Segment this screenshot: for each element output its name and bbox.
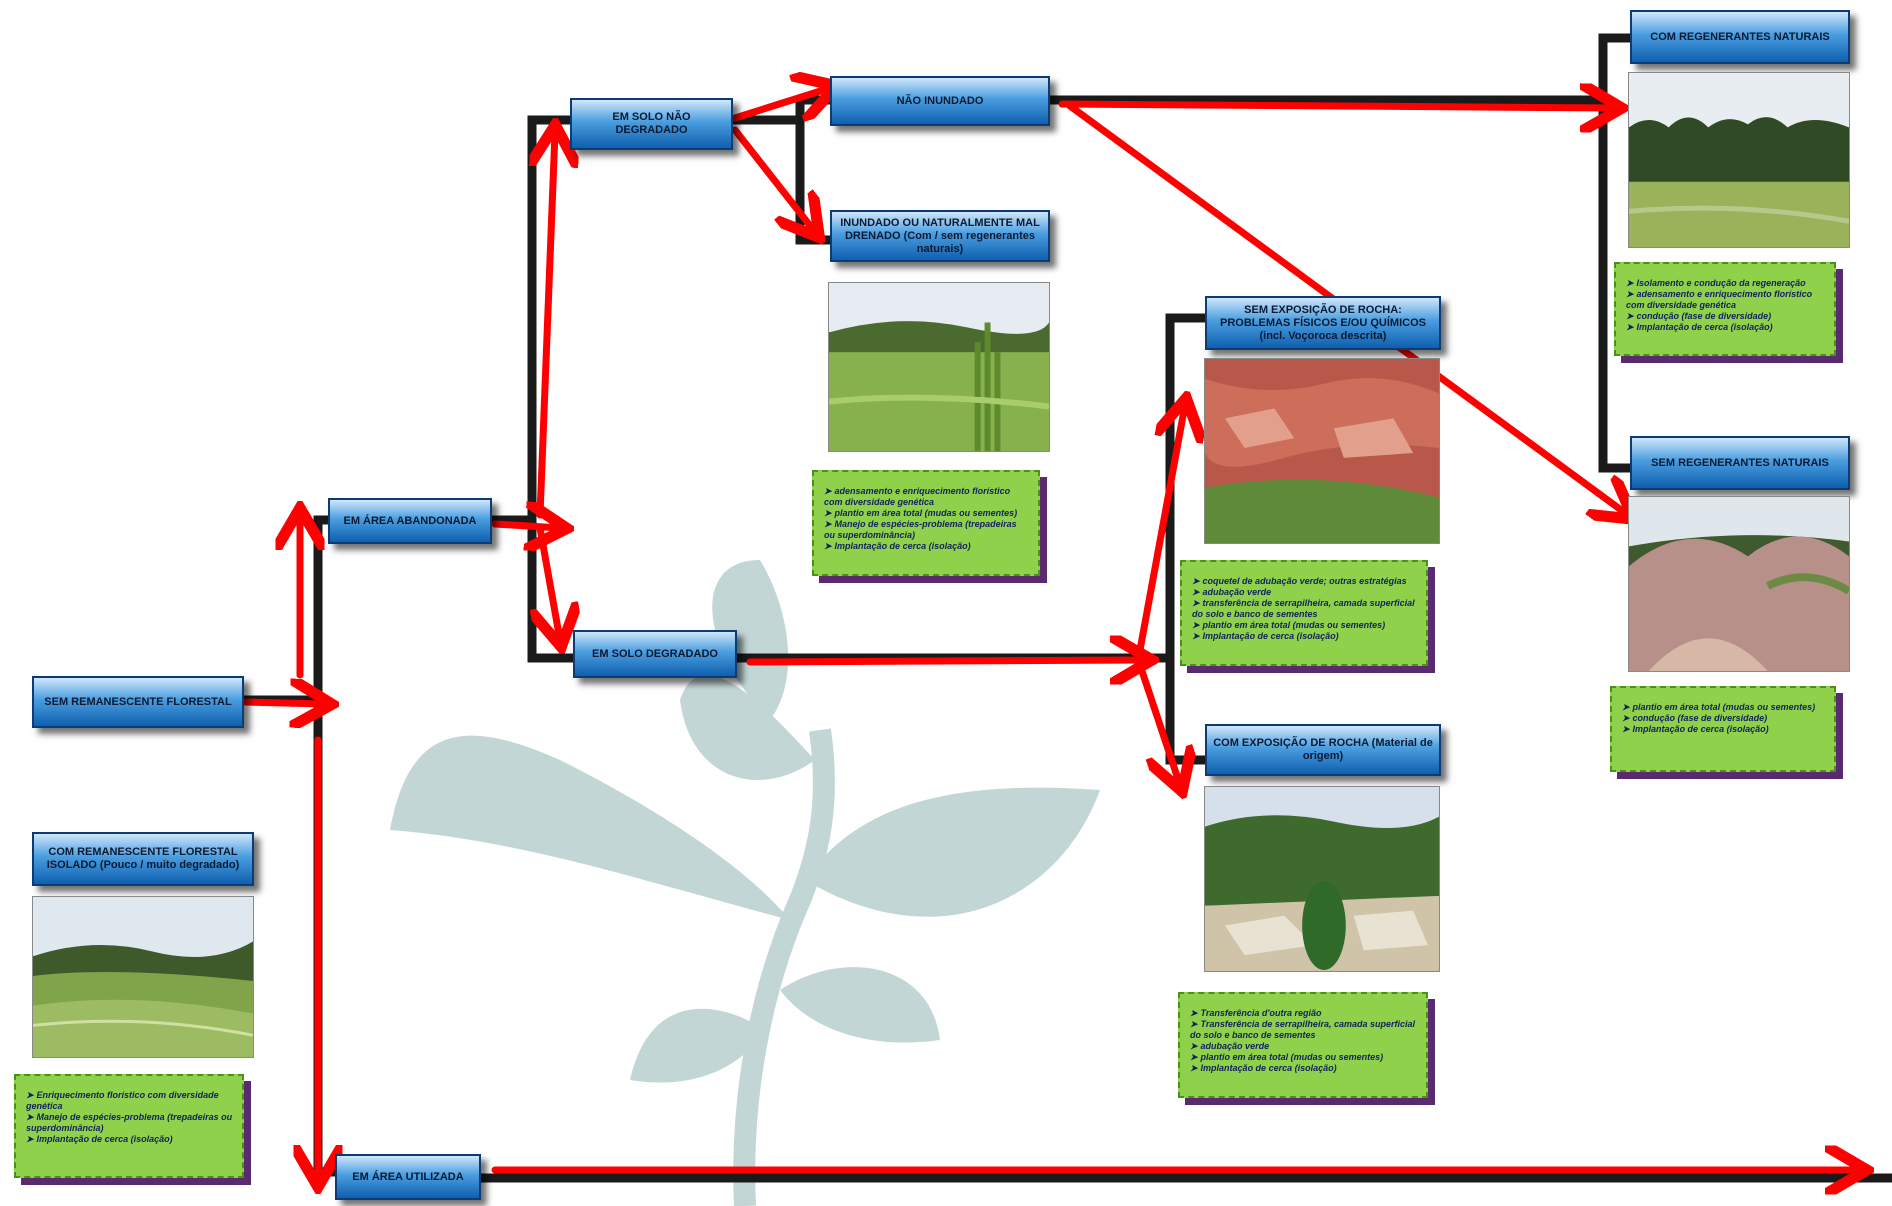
node-em-solo-degradado: EM SOLO DEGRADADO bbox=[573, 630, 737, 678]
note-item: condução (fase de diversidade) bbox=[1626, 311, 1826, 322]
node-sem-remanescente: SEM REMANESCENTE FLORESTAL bbox=[32, 676, 244, 728]
connector-root bbox=[240, 515, 345, 1177]
note-inundado: adensamento e enriquecimento florístico … bbox=[812, 470, 1047, 583]
photo-com-exposicao bbox=[1204, 786, 1440, 972]
note-item: plantio em área total (mudas ou sementes… bbox=[1190, 1052, 1418, 1063]
arrow-to-nao-inundado bbox=[731, 88, 830, 118]
connector-nao-inundado bbox=[1047, 33, 1635, 473]
note-item: Implantação de cerca (isolação) bbox=[1626, 322, 1826, 333]
node-em-area-abandonada: EM ÁREA ABANDONADA bbox=[328, 498, 492, 544]
note-item: adubação verde bbox=[1192, 587, 1418, 598]
arrow-to-com-exposicao bbox=[1136, 661, 1180, 785]
arrow-degradado-right bbox=[746, 660, 1145, 662]
note-item: plantio em área total (mudas ou sementes… bbox=[1622, 702, 1826, 713]
photo-sem-regenerantes bbox=[1628, 496, 1850, 672]
note-item: Enriquecimento florístico com diversidad… bbox=[26, 1090, 234, 1112]
photo-sem-exposicao bbox=[1204, 358, 1440, 544]
note-item: Transferência d'outra região bbox=[1190, 1008, 1418, 1019]
photo-inundado bbox=[828, 282, 1050, 452]
note-item: Implantação de cerca (isolação) bbox=[824, 541, 1030, 552]
note-item: Manejo de espécies-problema (trepadeiras… bbox=[824, 519, 1030, 541]
arrow-abandonada-right bbox=[491, 524, 560, 528]
note-item: plantio em área total (mudas ou sementes… bbox=[1192, 620, 1418, 631]
node-com-regenerantes: COM REGENERANTES NATURAIS bbox=[1630, 10, 1850, 64]
photo-remanescente bbox=[32, 896, 254, 1058]
arrow-to-junction bbox=[241, 702, 325, 704]
connector-nao-degradado bbox=[730, 95, 835, 245]
arrow-to-sem-exposicao bbox=[1136, 405, 1185, 654]
connector-abandonada bbox=[490, 115, 580, 663]
node-com-remanescente: COM REMANESCENTE FLORESTAL ISOLADO (Pouc… bbox=[32, 832, 254, 886]
photo-com-regenerantes bbox=[1628, 72, 1850, 248]
note-item: adensamento e enriquecimento florístico … bbox=[824, 486, 1030, 508]
note-sem-exposicao: coquetel de adubação verde; outras estra… bbox=[1180, 560, 1435, 673]
note-com-exposicao: Transferência d'outra região Transferênc… bbox=[1178, 992, 1435, 1105]
node-em-solo-nao-degradado: EM SOLO NÃO DEGRADADO bbox=[570, 98, 733, 150]
note-item: plantio em área total (mudas ou sementes… bbox=[824, 508, 1030, 519]
note-sem-regenerantes: plantio em área total (mudas ou sementes… bbox=[1610, 686, 1843, 779]
node-em-area-utilizada: EM ÁREA UTILIZADA bbox=[335, 1154, 481, 1200]
node-sem-regenerantes: SEM REGENERANTES NATURAIS bbox=[1630, 436, 1850, 490]
note-item: Implantação de cerca (isolação) bbox=[1622, 724, 1826, 735]
node-com-exposicao-rocha: COM EXPOSIÇÃO DE ROCHA (Material de orig… bbox=[1205, 724, 1441, 776]
note-item: Implantação de cerca (isolação) bbox=[1190, 1063, 1418, 1074]
arrow-to-degradado bbox=[540, 524, 560, 640]
note-item: adensamento e enriquecimento florístico … bbox=[1626, 289, 1826, 311]
note-item: coquetel de adubação verde; outras estra… bbox=[1192, 576, 1418, 587]
note-item: Transferência de serrapilheira, camada s… bbox=[1190, 1019, 1418, 1041]
note-item: adubação verde bbox=[1190, 1041, 1418, 1052]
node-sem-exposicao-rocha: SEM EXPOSIÇÃO DE ROCHA: PROBLEMAS FÍSICO… bbox=[1205, 296, 1441, 350]
node-nao-inundado: NÃO INUNDADO bbox=[830, 76, 1050, 126]
note-item: transferência de serrapilheira, camada s… bbox=[1192, 598, 1418, 620]
node-inundado: INUNDADO OU NATURALMENTE MAL DRENADO (Co… bbox=[830, 210, 1050, 262]
note-item: Implantação de cerca (isolação) bbox=[26, 1134, 234, 1145]
note-com-regenerantes: Isolamento e condução da regeneração ade… bbox=[1614, 262, 1843, 363]
note-item: Isolamento e condução da regeneração bbox=[1626, 278, 1826, 289]
arrow-to-inundado bbox=[731, 126, 815, 232]
arrow-to-nao-degradado bbox=[540, 132, 555, 519]
note-item: Implantação de cerca (isolação) bbox=[1192, 631, 1418, 642]
note-item: condução (fase de diversidade) bbox=[1622, 713, 1826, 724]
note-item: Manejo de espécies-problema (trepadeiras… bbox=[26, 1112, 234, 1134]
arrow-to-com-regenerantes bbox=[1058, 104, 1615, 108]
note-remanescente: Enriquecimento florístico com diversidad… bbox=[14, 1074, 251, 1185]
